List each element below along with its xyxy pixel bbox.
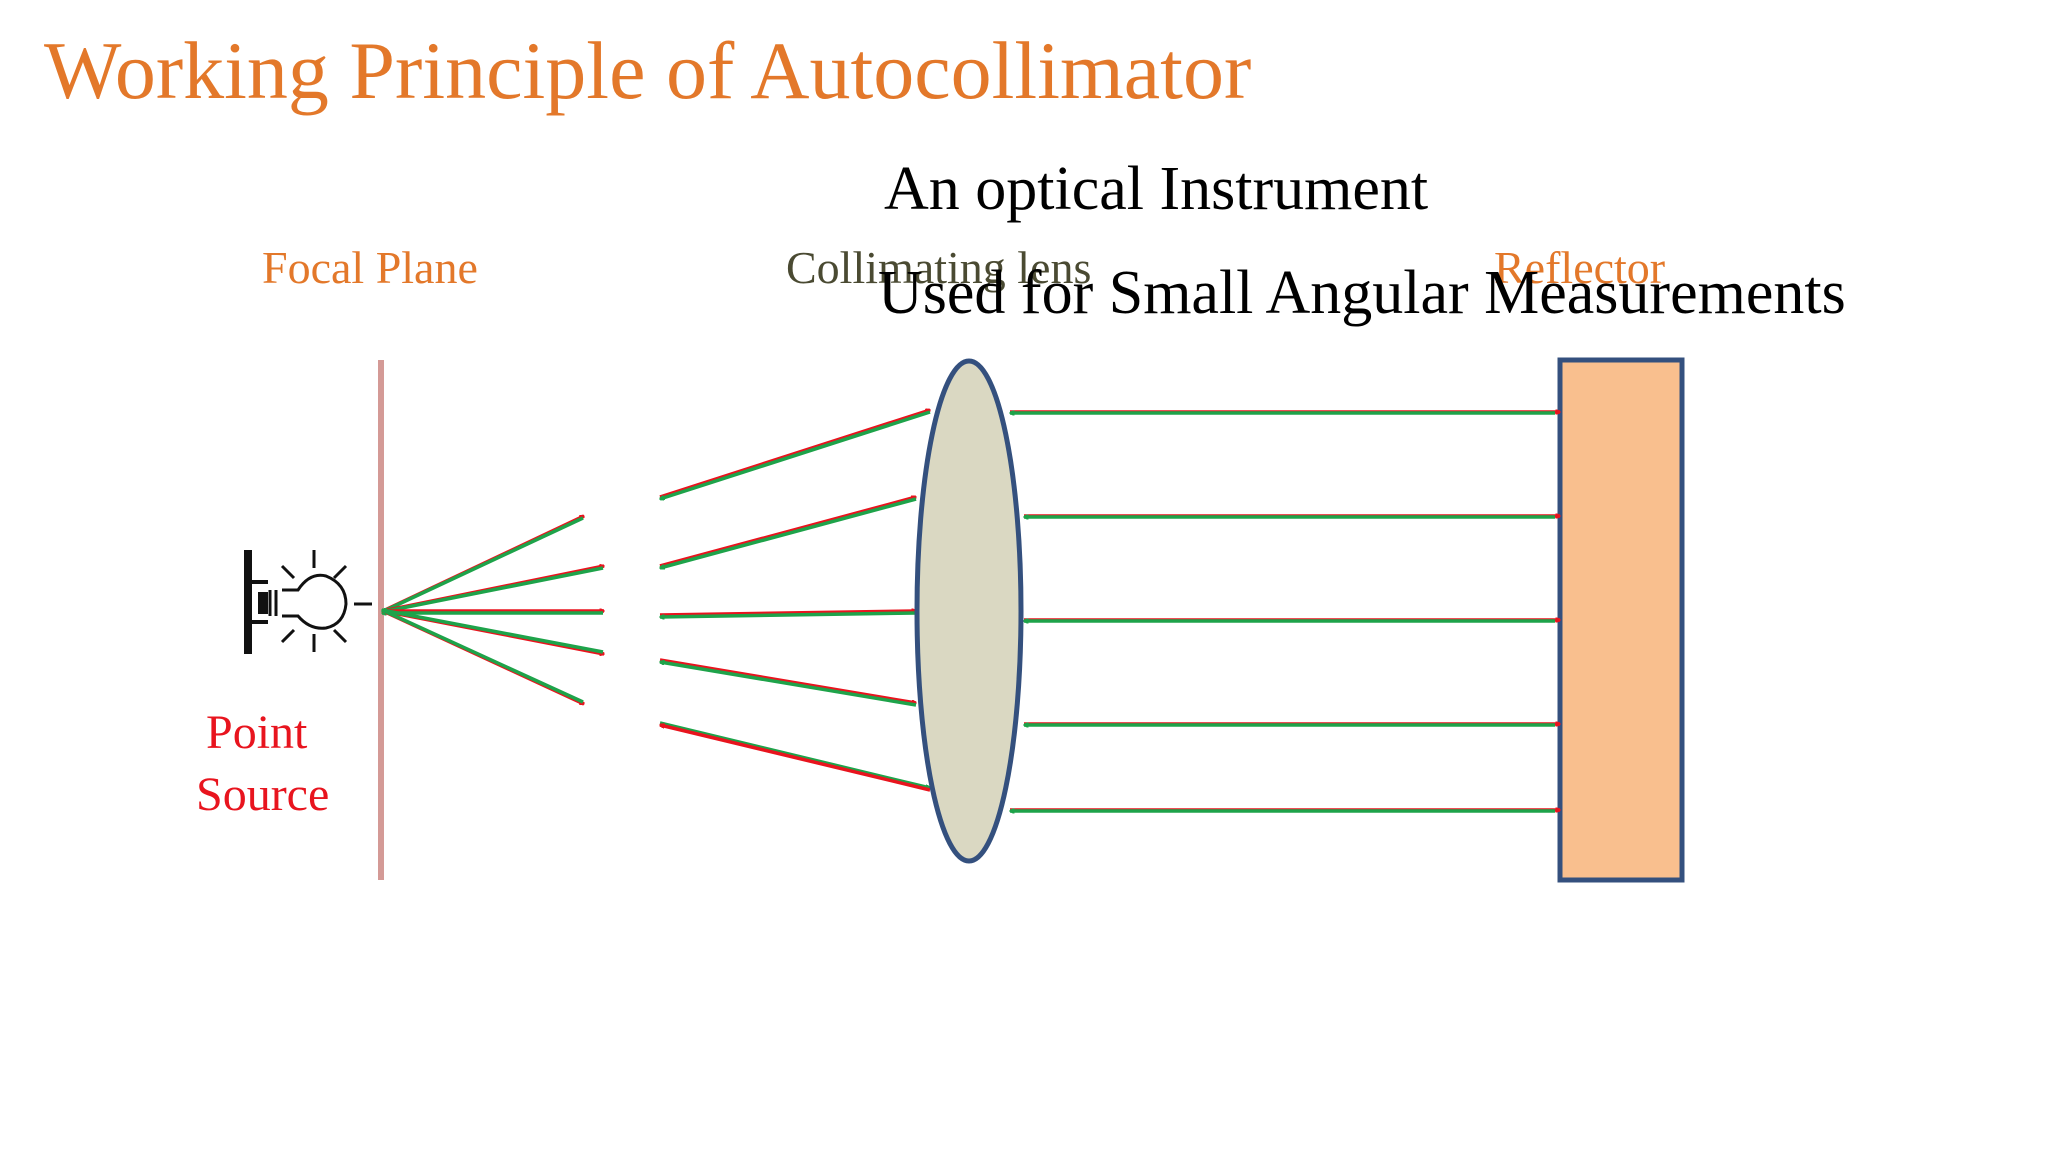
light-bulb-icon bbox=[244, 550, 372, 654]
source-ray-fan bbox=[382, 514, 604, 706]
reflector-label: Reflector bbox=[1494, 242, 1666, 293]
reflector bbox=[1557, 357, 1685, 883]
pre-lens-rays bbox=[660, 410, 930, 792]
collimating-lens bbox=[914, 358, 1024, 864]
collimating-lens-label: Collimating lens bbox=[786, 242, 1092, 293]
subtitle-line-2: Used for Small Angular Measurements bbox=[878, 259, 1846, 327]
focal-plane-label: Focal Plane bbox=[262, 242, 478, 293]
point-label: Point bbox=[206, 706, 308, 759]
slide-title: Working Principle of Autocollimator bbox=[44, 25, 1252, 116]
source-label: Source bbox=[196, 768, 330, 821]
collimated-rays bbox=[1010, 412, 1560, 811]
subtitle-line-1: An optical Instrument bbox=[884, 155, 1429, 223]
